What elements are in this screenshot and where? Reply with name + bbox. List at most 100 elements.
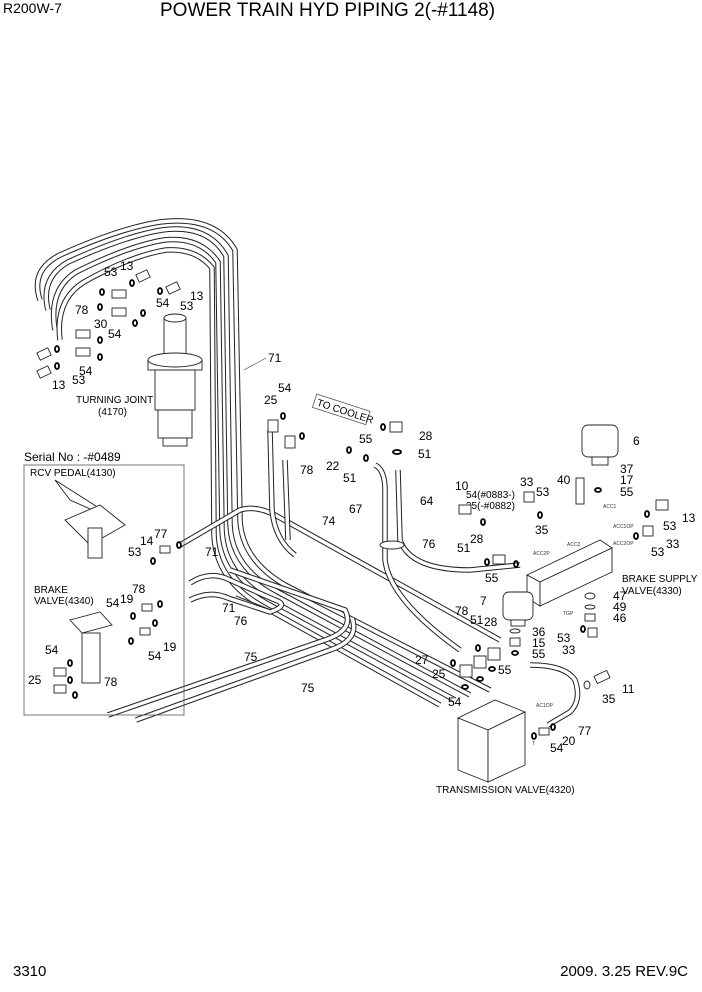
callout-67: 67: [349, 502, 363, 516]
callout-19: 19: [163, 640, 177, 654]
serial-box: [23, 464, 185, 716]
callout-53: 53: [557, 631, 571, 645]
callout-35: 35: [602, 692, 616, 706]
brake-valve: [69, 611, 113, 684]
port-tag: ACC1OP: [613, 524, 634, 530]
callout-78: 78: [132, 582, 146, 596]
brake-supply-valve-block: [526, 539, 613, 607]
callout-54: 54: [79, 364, 93, 378]
clamp: [379, 540, 405, 550]
callout-13: 13: [190, 289, 204, 303]
transmission-valve-block: [456, 699, 527, 783]
pipe-bundle-upper: [34, 218, 492, 708]
callout-55: 55: [485, 571, 499, 585]
revision-date: 2009. 3.25 REV.9C: [560, 963, 688, 980]
callout-25: 25: [28, 673, 42, 687]
callout-78: 78: [104, 675, 118, 689]
callout-54-note: 54(#0883-): [466, 490, 515, 501]
callout-51: 51: [457, 541, 471, 555]
callout-49: 49: [613, 600, 627, 614]
brake-supply-valve-code: VALVE(4330): [622, 586, 682, 597]
callout-27: 27: [415, 653, 429, 667]
port-tag: ACC2OP: [613, 541, 634, 547]
callout-76: 76: [422, 537, 436, 551]
callout-51: 51: [343, 471, 357, 485]
rcv-pedal-label: RCV PEDAL(4130): [30, 468, 116, 479]
callout-78: 78: [300, 463, 314, 477]
accumulator-6: [581, 424, 619, 466]
callout-64: 64: [420, 494, 434, 508]
callout-28: 28: [470, 532, 484, 546]
callout-54: 54: [156, 296, 170, 310]
callout-28: 28: [419, 429, 433, 443]
callout-15: 15: [532, 636, 546, 650]
callout-35-note: 35(-#0882): [466, 501, 515, 512]
port-tag: AC1OP: [536, 703, 554, 709]
callout-33: 33: [562, 643, 576, 657]
callout-71: 71: [205, 545, 219, 559]
serial-note: Serial No : -#0489: [24, 450, 121, 464]
callout-71: 71: [268, 351, 282, 365]
hose-lines: [267, 429, 581, 728]
callout-75: 75: [244, 650, 258, 664]
callout-51: 51: [470, 613, 484, 627]
callout-35: 35: [535, 523, 549, 537]
callout-17: 17: [620, 473, 634, 487]
brake-valve-code: VALVE(4340): [34, 596, 94, 607]
transmission-valve-label: TRANSMISSION VALVE(4320): [436, 785, 575, 796]
callout-22: 22: [326, 459, 340, 473]
callout-55: 55: [532, 647, 546, 661]
callout-40: 40: [557, 473, 571, 487]
callout-54: 54: [148, 649, 162, 663]
callout-53: 53: [663, 519, 677, 533]
port-tag: T: [532, 741, 535, 747]
callout-6: 6: [633, 434, 640, 448]
callout-53: 53: [651, 545, 665, 559]
callout-76: 76: [234, 614, 248, 628]
callout-36: 36: [532, 625, 546, 639]
callout-20: 20: [562, 734, 576, 748]
callout-7: 7: [480, 594, 487, 608]
callout-77: 77: [578, 724, 592, 738]
rcv-pedal: [54, 479, 126, 559]
callout-71: 71: [222, 601, 236, 615]
tj-fittings: [36, 269, 181, 379]
pipe-75: [107, 567, 357, 723]
callout-10: 10: [455, 479, 469, 493]
callout-54: 54: [106, 596, 120, 610]
callout-13: 13: [682, 511, 696, 525]
callout-51: 51: [418, 447, 432, 461]
callout-55: 55: [498, 663, 512, 677]
callout-78: 78: [75, 303, 89, 317]
callout-53: 53: [128, 545, 142, 559]
callout-37: 37: [620, 462, 634, 476]
callout-14: 14: [140, 534, 154, 548]
callout-54: 54: [108, 327, 122, 341]
callout-78: 78: [455, 604, 469, 618]
to-cooler-tag: TO COOLER: [311, 393, 375, 427]
port-tag: ACC2P: [533, 551, 550, 557]
callout-47: 47: [613, 589, 627, 603]
to-cooler-label: TO COOLER: [315, 398, 374, 427]
callout-77: 77: [154, 527, 168, 541]
callout-54: 54: [45, 643, 59, 657]
port-tag: ACC1: [603, 504, 617, 510]
brake-valve-label: BRAKE: [34, 585, 68, 596]
callout-33: 33: [666, 537, 680, 551]
pipe-71: [188, 572, 285, 615]
callout-19: 19: [120, 592, 134, 606]
model-number: R200W-7: [3, 0, 62, 16]
port-tag: TGP: [563, 611, 574, 617]
callout-54: 54: [448, 695, 462, 709]
page-title: POWER TRAIN HYD PIPING 2(-#1148): [160, 0, 496, 21]
callout-25: 25: [264, 393, 278, 407]
page-number: 3310: [13, 963, 47, 980]
callout-75: 75: [301, 681, 315, 695]
callout-33: 33: [520, 475, 534, 489]
callout-54: 54: [278, 381, 292, 395]
callout-55: 55: [359, 432, 373, 446]
callout-53: 53: [180, 299, 194, 313]
turning-joint-code: (4170): [98, 407, 127, 418]
callout-11: 11: [622, 682, 635, 696]
